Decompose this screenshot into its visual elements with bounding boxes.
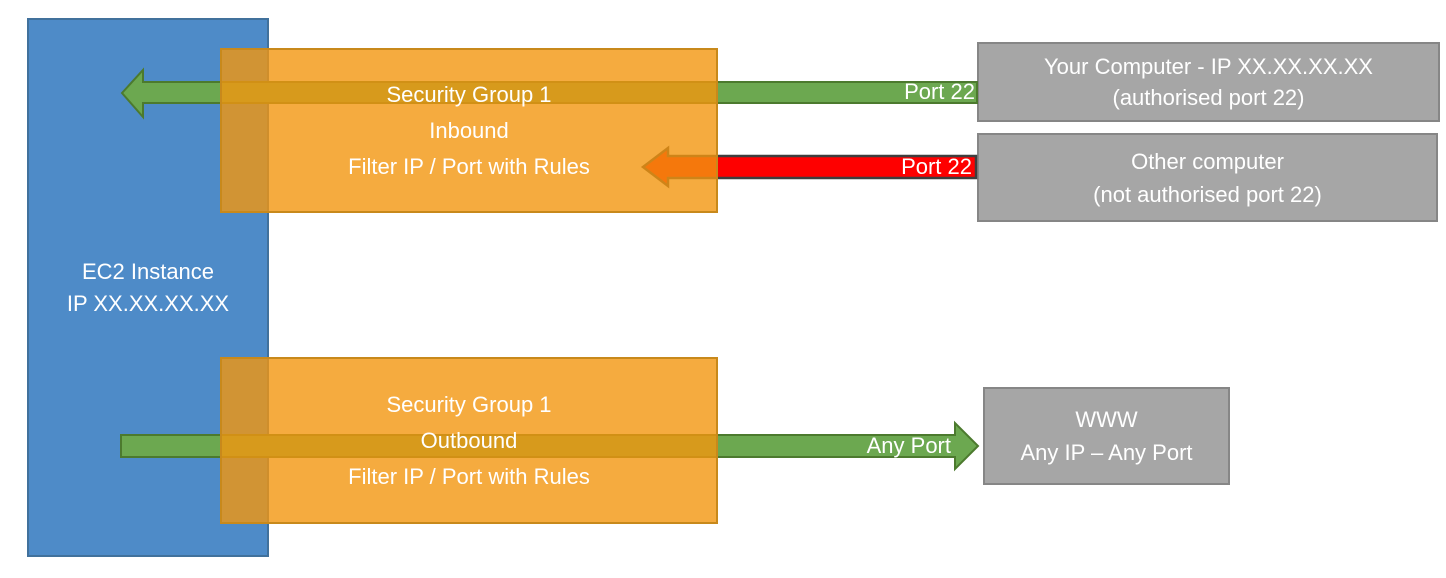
security-group-inbound-direction: Inbound xyxy=(429,117,509,143)
security-group-outbound-name: Security Group 1 xyxy=(386,391,552,417)
security-group-inbound-name: Security Group 1 xyxy=(386,81,552,107)
ec2-instance-name: EC2 Instance xyxy=(81,258,215,284)
security-group-outbound-direction: Outbound xyxy=(420,427,518,453)
other-computer-box: Other computer (not authorised port 22) xyxy=(977,133,1438,222)
inbound-blocked-port-label: Port 22 xyxy=(901,154,972,179)
security-group-outbound-rule: Filter IP / Port with Rules xyxy=(348,463,590,489)
inbound-allowed-port-label: Port 22 xyxy=(904,79,975,104)
security-group-inbound-box: Security Group 1 Inbound Filter IP / Por… xyxy=(220,48,718,213)
other-computer-title: Other computer xyxy=(1131,148,1284,174)
ec2-instance-ip: IP XX.XX.XX.XX xyxy=(66,290,230,316)
your-computer-title: Your Computer - IP XX.XX.XX.XX xyxy=(1044,54,1373,79)
www-title: WWW xyxy=(1075,407,1138,432)
www-subtitle: Any IP – Any Port xyxy=(1020,440,1193,465)
outbound-port-label: Any Port xyxy=(866,433,951,458)
www-box: WWW Any IP – Any Port xyxy=(983,387,1230,485)
your-computer-box: Your Computer - IP XX.XX.XX.XX (authoris… xyxy=(977,42,1440,122)
security-group-inbound-rule: Filter IP / Port with Rules xyxy=(348,153,590,179)
other-computer-subtitle: (not authorised port 22) xyxy=(1093,181,1322,207)
your-computer-subtitle: (authorised port 22) xyxy=(1112,85,1305,110)
security-group-outbound-box: Security Group 1 Outbound Filter IP / Po… xyxy=(220,357,718,524)
